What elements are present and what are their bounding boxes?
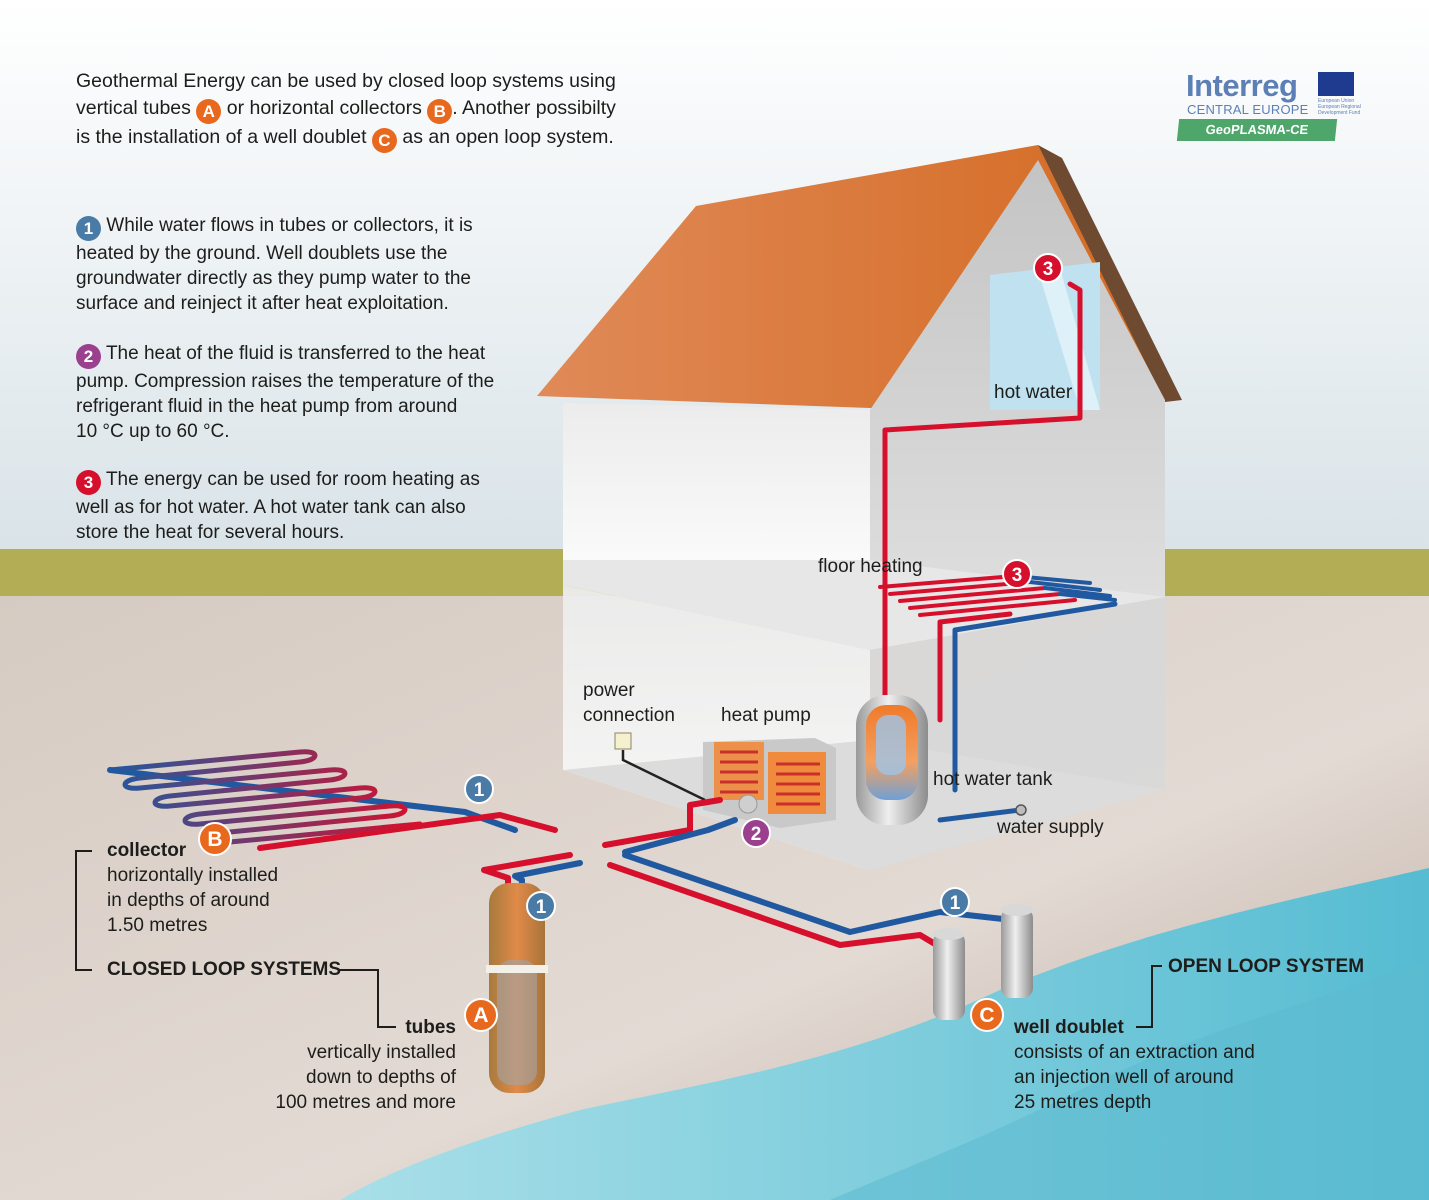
marker-1-well: 1: [940, 887, 970, 917]
marker-3-hot-water: 3: [1033, 253, 1063, 283]
eu-flag-icon: [1318, 72, 1354, 96]
logo-title: Interreg: [1186, 68, 1298, 103]
intro-line-1: Geothermal Energy can be used by closed …: [76, 70, 616, 92]
intro-line-2a: vertical tubes: [76, 97, 191, 119]
collector-line-1: horizontally installed: [107, 865, 279, 886]
open-loop-heading: OPEN LOOP SYSTEM: [1168, 956, 1365, 977]
badge-c: C: [371, 128, 397, 153]
label-hot-water-tank: hot water tank: [933, 769, 1053, 790]
project-badge: GeoPLASMA-CE: [1176, 119, 1338, 141]
step-1-line-3: groundwater directly as they pump water …: [76, 268, 471, 289]
marker-2-heat-pump: 2: [741, 818, 771, 848]
intro-line-2b: or horizontal collectors: [226, 97, 422, 119]
tubes-description: tubes vertically installed down to depth…: [246, 1015, 456, 1115]
collector-line-2: in depths of around: [107, 890, 270, 911]
badge-1: 1: [76, 216, 101, 241]
tubes-title: tubes: [405, 1017, 456, 1038]
closed-loop-heading: CLOSED LOOP SYSTEMS: [107, 959, 342, 980]
tubes-line-1: vertically installed: [307, 1042, 456, 1063]
well-doublet-line-1: consists of an extraction and: [1014, 1042, 1255, 1063]
badge-3: 3: [76, 470, 101, 495]
step-2-line-1: The heat of the fluid is transferred to …: [105, 343, 486, 364]
intro-line-2: vertical tubes A or horizontal collector…: [76, 95, 616, 124]
step-2-line-4: 10 °C up to 60 °C.: [76, 421, 230, 442]
intro-line-3: is the installation of a well doublet C …: [76, 124, 616, 153]
label-heat-pump: heat pump: [721, 705, 811, 726]
step-2-line-3: refrigerant fluid in the heat pump from …: [76, 396, 458, 417]
step-3-line-1: The energy can be used for room heating …: [105, 469, 480, 490]
intro-line-3a: is the installation of a well doublet: [76, 126, 367, 148]
step-3-line-3: store the heat for several hours.: [76, 522, 345, 543]
well-doublet-title: well doublet: [1014, 1017, 1124, 1038]
intro-line-3b: as an open loop system.: [402, 126, 614, 148]
label-water-supply: water supply: [997, 817, 1104, 838]
tubes-line-2: down to depths of: [306, 1067, 456, 1088]
step-2-text: 2 The heat of the fluid is transferred t…: [76, 341, 494, 444]
label-power-line-1: power: [583, 680, 635, 701]
step-1-line-4: surface and reinject it after heat explo…: [76, 293, 449, 314]
intro-text: Geothermal Energy can be used by closed …: [76, 68, 616, 153]
step-1-line-1: While water flows in tubes or collectors…: [106, 215, 473, 236]
marker-1-tubes: 1: [526, 891, 556, 921]
well-doublet-line-3: 25 metres depth: [1014, 1092, 1152, 1113]
eu-fund-text: European Union European Regional Develop…: [1318, 98, 1361, 116]
step-1-line-2: heated by the ground. Well doublets use …: [76, 243, 448, 264]
collector-description: collector horizontally installed in dept…: [107, 838, 278, 938]
collector-title: collector: [107, 840, 187, 861]
label-hot-water: hot water: [994, 382, 1073, 403]
well-doublet-description: well doublet consists of an extraction a…: [1014, 1015, 1255, 1115]
label-power-connection: power connection: [583, 678, 675, 728]
marker-1-collector: 1: [464, 774, 494, 804]
marker-a-tubes: A: [464, 998, 498, 1032]
step-1-text: 1 While water flows in tubes or collecto…: [76, 213, 473, 316]
intro-line-2c: . Another possibilty: [452, 97, 616, 119]
step-3-line-2: well as for hot water. A hot water tank …: [76, 497, 466, 518]
step-2-line-2: pump. Compression raises the temperature…: [76, 371, 495, 392]
well-doublet-line-2: an injection well of around: [1014, 1067, 1234, 1088]
label-floor-heating: floor heating: [818, 556, 923, 577]
logo-subtitle: CENTRAL EUROPE: [1187, 102, 1309, 117]
badge-b: B: [427, 99, 453, 124]
step-3-text: 3 The energy can be used for room heatin…: [76, 467, 480, 545]
marker-b-collector: B: [198, 822, 232, 856]
collector-line-3: 1.50 metres: [107, 915, 208, 936]
badge-2: 2: [76, 344, 101, 369]
badge-a: A: [196, 99, 222, 124]
marker-3-floor-heating: 3: [1002, 559, 1032, 589]
label-power-line-2: connection: [583, 705, 675, 726]
marker-c-well: C: [970, 998, 1004, 1032]
tubes-line-3: 100 metres and more: [275, 1092, 456, 1113]
